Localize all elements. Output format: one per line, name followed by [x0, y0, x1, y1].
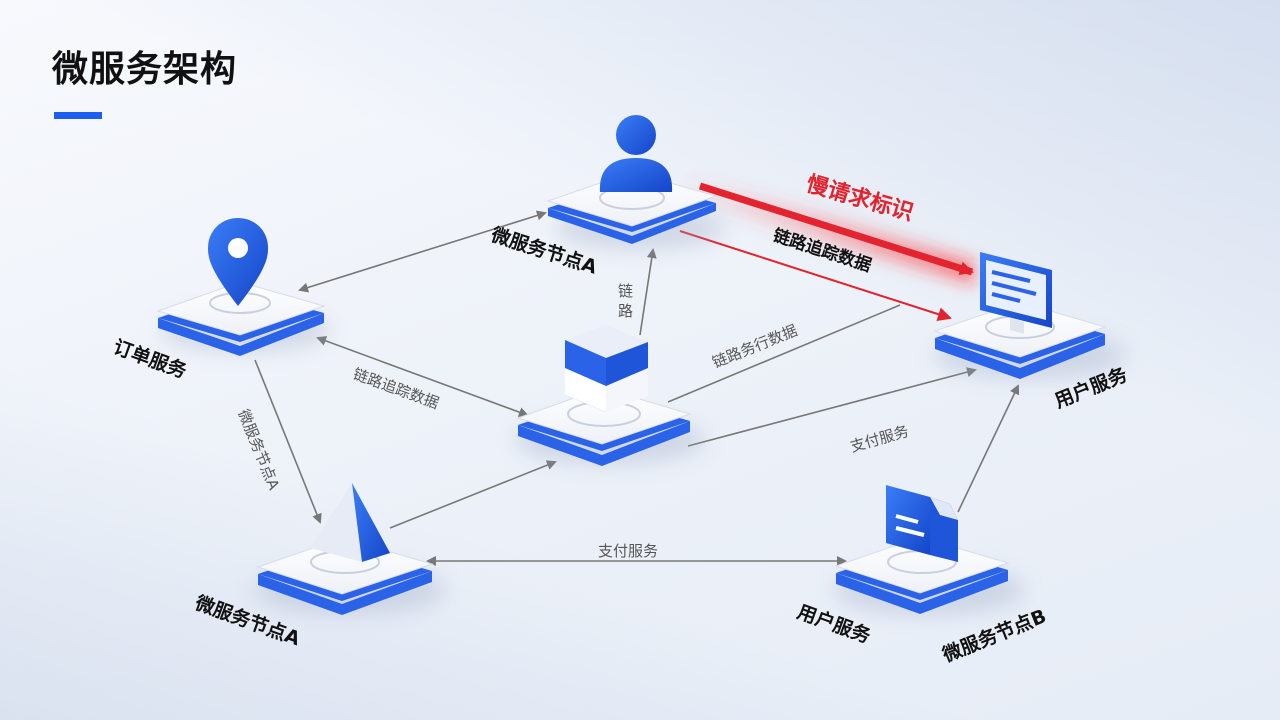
connections	[254, 210, 1020, 566]
node-right[interactable]	[933, 252, 1125, 380]
edge-bottomright-right	[957, 384, 1020, 513]
edge-left-center	[316, 336, 529, 417]
edge-center-top	[639, 248, 657, 336]
cube-icon	[565, 325, 648, 412]
cone-icon	[310, 483, 390, 562]
edge-center-top-label-line2: 路	[618, 302, 633, 320]
edge-bottomleft-bottomright-label: 支付服务	[598, 542, 658, 560]
edge-left-bottomleft	[254, 359, 322, 524]
location-pin-icon	[208, 218, 268, 306]
edge-bottomleft-center	[389, 460, 557, 529]
edge-center-right-upper	[667, 304, 901, 403]
node-top[interactable]	[546, 115, 725, 250]
edge-center-right-lower	[687, 367, 977, 447]
edge-center-right-upper-label: 链路务行数据	[710, 321, 800, 371]
slow-request-highlight	[679, 176, 975, 321]
edge-left-top	[298, 210, 547, 293]
user-icon	[599, 115, 673, 192]
page-title: 微服务架构	[52, 49, 238, 90]
edge-center-top-label-line1: 链	[618, 282, 633, 300]
edge-center-right-lower-label: 支付服务	[848, 422, 911, 456]
node-bottom-left[interactable]	[255, 483, 445, 615]
node-bottom-right[interactable]	[834, 485, 1025, 615]
monitor-icon	[980, 252, 1052, 334]
edge-left-bottomleft-label: 微服务节点A	[234, 407, 283, 493]
node-center[interactable]	[515, 325, 705, 466]
edge-center-top-label: 链 路	[618, 282, 633, 320]
edge-left-center-label: 链路追踪数据	[351, 365, 442, 413]
node-left[interactable]	[156, 218, 330, 356]
document-icon	[886, 485, 958, 562]
title-accent-bar	[54, 112, 102, 119]
